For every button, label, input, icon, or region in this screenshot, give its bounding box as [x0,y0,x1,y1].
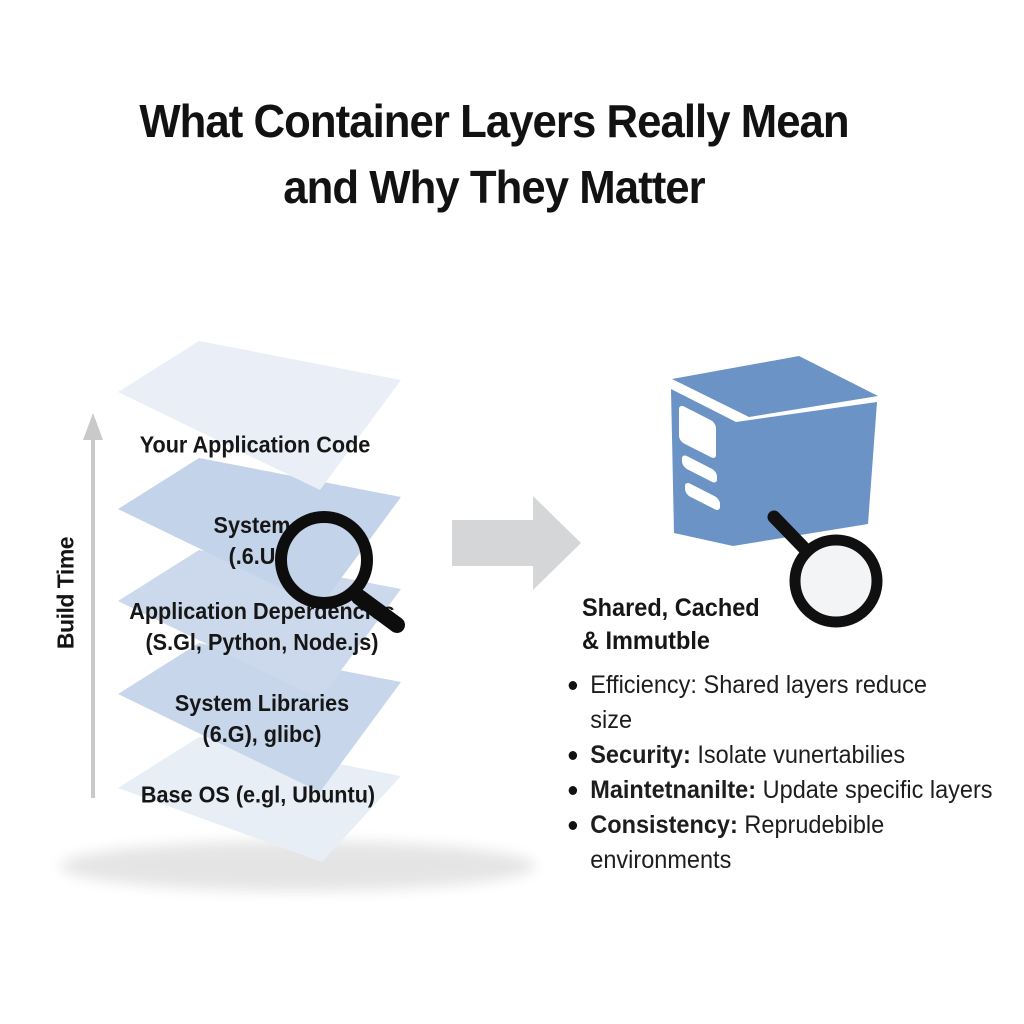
benefit-lead: Consistency: [590,811,738,839]
layer-label-line: System Libraries [174,690,350,716]
arrow-right-icon [452,496,581,590]
bullet-dot [568,751,578,760]
build-time-axis-label: Build Time [52,536,79,650]
benefit-item-consistency: Consistency:Reprudebible environments [563,808,993,878]
benefit-lead: Maintetnanilte: [590,776,757,804]
bullet-dot [568,821,578,830]
layer-label-app-code: Your Application Code [140,430,371,461]
box-slots [679,405,720,510]
benefits-heading-line-2: & Immutble [582,627,710,655]
benefit-text: Reprudebible environments [590,811,885,874]
bullet-dot [568,786,578,795]
benefit-lead: Efficiency: [590,671,697,699]
layer-label-line: Application Deperdencies [129,598,395,624]
layer-label-line: (.6.U [228,543,276,569]
arrow-up-icon [83,413,103,798]
layer-label-app-dependencies: Application Deperdencies (S.Gl, Python, … [129,596,395,658]
stack-shadow [60,841,536,891]
benefit-text: Update specific layers [762,776,993,804]
bullet-dot [568,681,578,690]
layer-label-line: (6.G), glibc) [202,721,322,747]
layer-label-system: System (.6.U [214,510,291,572]
benefit-text: Shared layers reduce size [590,671,927,734]
benefits-heading-line-1: Shared, Cached [582,594,760,622]
benefit-lead: Security: [590,741,691,769]
layer-label-system-libraries: System Libraries (6.G), glibc) [175,688,349,750]
page-title: What Container Layers Really Mean and Wh… [0,88,988,220]
layer-label-line: Your Application Code [139,431,371,458]
layer-label-line: (S.Gl, Python, Node.js) [145,629,379,655]
layer-slab-app-code [118,341,401,490]
benefits-list: Efficiency:Shared layers reduce size Sec… [563,668,993,878]
benefit-item-security: Security:Isolate vunertabilies [563,738,993,773]
benefits-heading: Shared, Cached & Immutble [582,592,760,658]
title-line-2: and Why They Matter [283,161,705,213]
layer-label-base-os: Base OS (e.gl, Ubuntu) [141,780,375,811]
container-box-icon [671,356,878,546]
benefit-text: Isolate vunertabilies [697,741,906,769]
benefit-item-maintainability: Maintetnanilte:Update specific layers [563,773,993,808]
layer-label-line: System [213,512,291,538]
benefit-item-efficiency: Efficiency:Shared layers reduce size [563,668,993,738]
title-line-1: What Container Layers Really Mean [139,95,849,147]
layer-label-line: Base OS (e.gl, Ubuntu) [140,781,376,808]
